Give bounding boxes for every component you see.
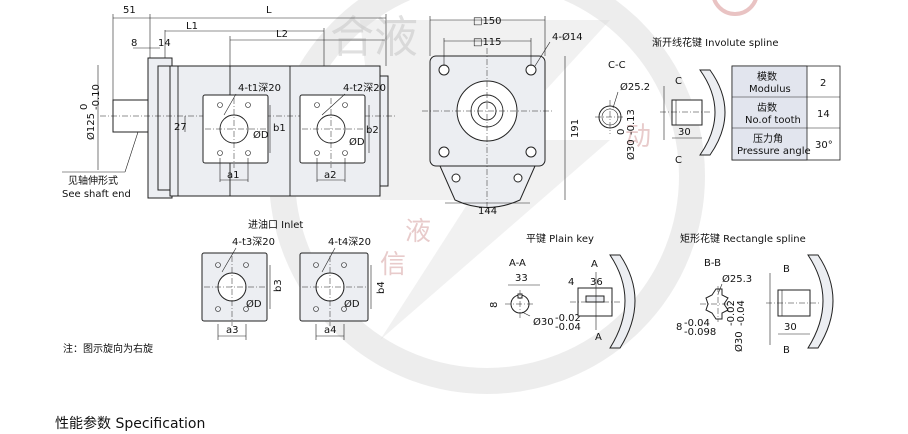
shaft-note-cn: 见轴伸形式 (68, 174, 118, 187)
inlet2-tap: 4-t4深20 (328, 236, 371, 248)
inlet1-tap: 4-t3深20 (232, 236, 275, 248)
specification-heading: 性能参数 Specification (55, 416, 206, 432)
side-view: 51 L L1 L2 8 14 ØD 4-t1深20 (62, 5, 395, 200)
table-row-2-cn: 齿数 (757, 101, 777, 114)
rect-spline-d30: Ø30 (733, 331, 745, 352)
dim-L1: L1 (186, 21, 198, 32)
front-view: □150 □115 4-Ø14 191 144 (422, 16, 583, 217)
table-row-3-value: 30° (815, 140, 833, 151)
inlet-b3: b3 (273, 279, 284, 292)
plain-key-33: 33 (515, 273, 528, 284)
plain-key-8: 8 (489, 302, 500, 308)
table-row-2-en: No.of tooth (745, 115, 801, 126)
table-row-1-en: Modulus (749, 84, 791, 95)
front-holes: 4-Ø14 (552, 31, 583, 43)
dim-sq115: □115 (473, 37, 502, 48)
inlet-views: 进油口 Inlet ØD 4-t3深20 b3 a3 ØD 4-t4深20 b4… (201, 218, 387, 340)
plain-key-flange (609, 254, 636, 349)
inlet1-diameter: ØD (246, 298, 262, 310)
plain-key-title: 平键 Plain key (526, 232, 594, 245)
front-body-lower (439, 165, 536, 208)
plain-key-d30-tol-hi: -0.02 (555, 313, 581, 324)
involute-len-30: 30 (678, 127, 691, 138)
plain-key-mark-a2: A (595, 332, 602, 343)
rect-spline-title: 矩形花键 Rectangle spline (680, 232, 806, 245)
rect-spline-mark-b1: B (783, 264, 790, 275)
involute-d30: Ø30 (625, 139, 637, 160)
rect-spline-w8-tol-lo: -0.098 (684, 327, 716, 338)
plain-key-4: 4 (568, 277, 574, 288)
watermark-text-3: 液 (405, 217, 431, 247)
dim-14: 14 (158, 38, 171, 49)
table-row-3-cn: 压力角 (753, 132, 783, 145)
rect-spline-len-30: 30 (784, 322, 797, 333)
dim-d125-tol-hi: 0 (79, 104, 90, 110)
plain-key-mark-a1: A (591, 259, 598, 270)
table-row-1-value: 2 (820, 78, 826, 89)
involute-shaft (671, 99, 703, 126)
dim-d125-tol-lo: -0.10 (91, 84, 102, 110)
port2-a2: a2 (324, 170, 337, 181)
watermark-text-2: 信 (380, 250, 406, 280)
inlet-a3: a3 (226, 325, 239, 336)
inlet-b4: b4 (376, 281, 387, 294)
dim-d125: Ø125 (85, 113, 97, 140)
watermark-text-5: 动 (625, 122, 651, 152)
plain-key-d30-tol-lo: -0.04 (555, 322, 581, 333)
involute-flange (699, 69, 726, 156)
port2-tap: 4-t2深20 (343, 82, 386, 94)
plain-key-d30: Ø30 (533, 316, 554, 328)
table-row-2-value: 14 (817, 109, 830, 120)
involute-spline: 渐开线花键 Involute spline C-C Ø25.2 Ø30 0 -0… (595, 36, 841, 166)
plain-key-section: A-A (509, 258, 526, 269)
port2-diameter: ØD (349, 136, 365, 148)
rotation-note: 注：图示旋向为右旋 (63, 342, 153, 355)
involute-d30-tol-lo: -0.13 (626, 109, 637, 135)
inlet-title: 进油口 Inlet (248, 218, 303, 231)
shaft-note-en: See shaft end (62, 189, 131, 200)
dim-sq150: □150 (473, 16, 502, 27)
rect-spline-section: B-B (704, 258, 721, 269)
rect-spline-flange (807, 254, 834, 349)
table-row-3-en: Pressure angle (737, 146, 811, 157)
involute-d25-2: Ø25.2 (620, 81, 650, 93)
involute-mark-c2: C (675, 155, 682, 166)
dim-b2: b2 (366, 125, 379, 136)
rect-spline-w8-tol-hi: -0.04 (684, 318, 710, 329)
port1-diameter: ØD (253, 129, 269, 141)
rect-spline-d30-tol-hi: -0.02 (726, 300, 737, 326)
rect-spline-d30-tol-lo: -0.04 (736, 300, 747, 326)
port1-a1: a1 (227, 170, 240, 181)
dim-51: 51 (123, 5, 136, 16)
plain-key: 平键 Plain key A-A 33 8 Ø30 -0.02 -0.04 4 … (489, 232, 636, 349)
dim-L2: L2 (276, 29, 288, 40)
dim-144: 144 (478, 206, 497, 217)
involute-section: C-C (608, 60, 626, 71)
table-row-1-cn: 模数 (757, 70, 777, 83)
inlet2-diameter: ØD (344, 298, 360, 310)
involute-table: 模数 Modulus 2 齿数 No.of tooth 14 压力角 Press… (731, 65, 841, 161)
rect-spline-w8: 8 (676, 322, 682, 333)
rear-cover (379, 75, 389, 187)
watermark-text-1: 合液 (330, 12, 418, 63)
plain-key-36: 36 (590, 277, 603, 288)
watermark-corner-ring (712, 0, 758, 16)
port1-tap: 4-t1深20 (238, 82, 281, 94)
plain-key-keyway (585, 295, 605, 303)
dim-L: L (266, 5, 272, 16)
dim-b1: b1 (273, 123, 286, 134)
dim-27: 27 (174, 122, 187, 133)
rect-spline-d25-3: Ø25.3 (722, 273, 752, 285)
involute-d30-tol-hi: 0 (616, 129, 627, 135)
rectangle-spline: 矩形花键 Rectangle spline B-B Ø25.3 8 -0.04 … (676, 232, 834, 356)
dim-8: 8 (131, 38, 137, 49)
rect-spline-mark-b2: B (783, 345, 790, 356)
dim-191: 191 (570, 119, 581, 138)
inlet-a4: a4 (324, 325, 337, 336)
involute-mark-c1: C (675, 76, 682, 87)
involute-title: 渐开线花键 Involute spline (652, 36, 778, 49)
